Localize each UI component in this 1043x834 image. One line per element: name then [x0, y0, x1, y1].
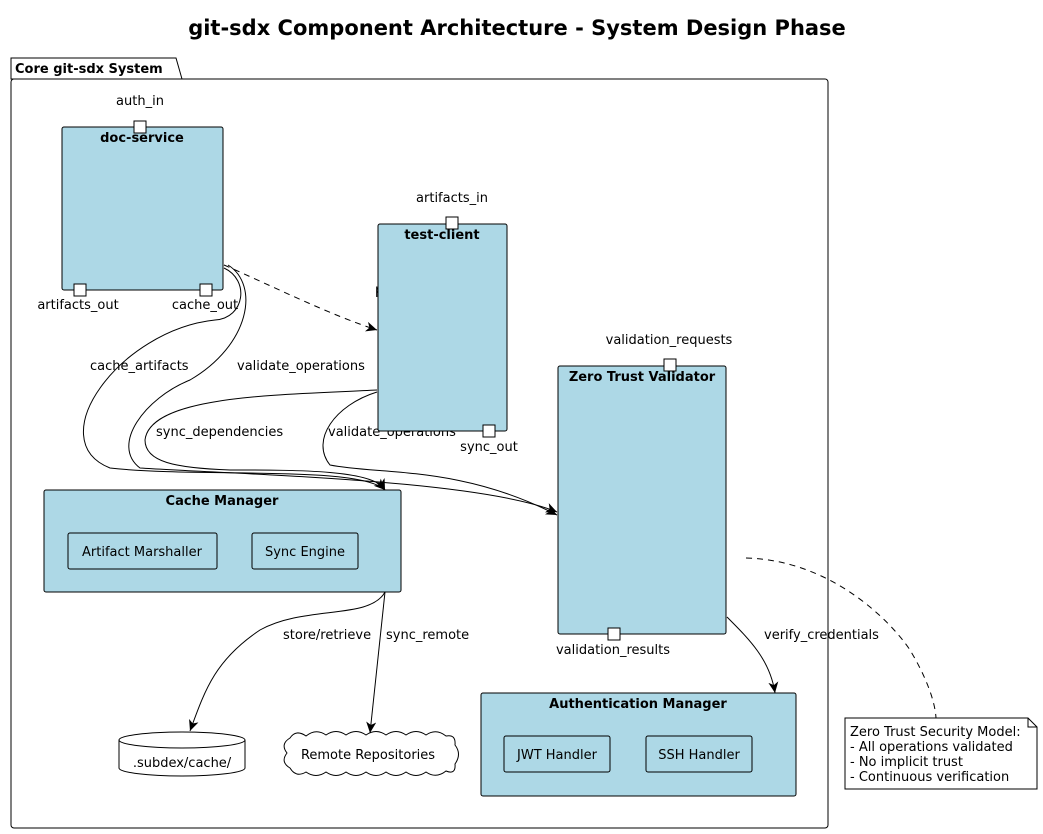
edge-sync-dependencies: [144, 389, 386, 491]
port-cache-out: [199, 283, 213, 297]
port-artifacts-in: [445, 216, 459, 230]
validator-box: [557, 365, 727, 635]
label-sync-dependencies: sync_dependencies: [156, 425, 283, 440]
component-authentication-manager[interactable]: Authentication Manager JWT Handler SSH H…: [480, 692, 797, 797]
label-verify-credentials: verify_credentials: [764, 628, 879, 643]
port-validation-results: [607, 627, 621, 641]
note-line: - Continuous verification: [850, 770, 1009, 785]
port-cache-out-label: cache_out: [172, 298, 238, 313]
edge-sync-remote: [366, 591, 386, 734]
edge-verify-credentials: [726, 616, 779, 694]
ssh-handler-box[interactable]: [645, 735, 753, 773]
note-zero-trust: Zero Trust Security Model: - All operati…: [844, 717, 1038, 790]
port-validation-requests: [663, 358, 677, 372]
edge-validate-operations-2: [322, 391, 558, 516]
test-client-box: [377, 223, 508, 432]
edge-validate-operations-1: [128, 264, 558, 513]
port-sync-out: [482, 424, 496, 438]
port-artifacts-out: [73, 283, 87, 297]
label-sync-remote: sync_remote: [386, 628, 469, 643]
note-line: - All operations validated: [850, 740, 1013, 755]
port-artifacts-in-label: artifacts_in: [416, 191, 488, 206]
component-cache-manager[interactable]: Cache Manager Artifact Marshaller Sync E…: [43, 489, 402, 593]
jwt-handler-box[interactable]: [503, 735, 611, 773]
cloud-remote-repositories[interactable]: Remote Repositories: [283, 731, 459, 776]
edge-cache-artifacts: [82, 267, 386, 491]
cloud-label: Remote Repositories: [301, 748, 435, 763]
cache-manager-title: Cache Manager: [166, 494, 279, 509]
artifact-marshaller-label: Artifact Marshaller: [82, 545, 203, 560]
edges: [82, 264, 937, 734]
diagram-title: git-sdx Component Architecture - System …: [188, 16, 846, 40]
artifact-marshaller-box[interactable]: [67, 532, 218, 570]
jwt-handler-label: JWT Handler: [516, 748, 598, 763]
auth-manager-title: Authentication Manager: [549, 697, 727, 712]
port-artifacts-out-label: artifacts_out: [37, 298, 118, 313]
database-label: .subdex/cache/: [133, 756, 232, 771]
note-line: Zero Trust Security Model:: [850, 725, 1021, 740]
doc-service-title: doc-service: [100, 131, 184, 146]
note-box: [844, 717, 1038, 790]
port-sync-out-label: sync_out: [460, 440, 518, 455]
port-validation-requests-label: validation_requests: [606, 333, 733, 348]
note-connector: [745, 557, 937, 719]
sync-engine-box[interactable]: [251, 532, 359, 570]
note-corner: [1027, 718, 1037, 728]
edge-store-retrieve: [189, 591, 386, 732]
label-store-retrieve: store/retrieve: [283, 628, 371, 643]
note-line: - No implicit trust: [850, 755, 963, 770]
doc-service-box: [61, 126, 224, 291]
database-body: [118, 740, 246, 777]
label-validate-operations-1: validate_operations: [237, 359, 365, 374]
edge-provides-artifacts: [223, 264, 378, 332]
component-test-client[interactable]: test-client artifacts_in sync_out: [377, 191, 518, 455]
port-auth-in-label: auth_in: [116, 94, 164, 109]
component-doc-service[interactable]: doc-service auth_in artifacts_out cache_…: [37, 94, 238, 313]
port-auth-in: [133, 120, 147, 134]
sync-engine-label: Sync Engine: [265, 545, 345, 560]
validator-title: Zero Trust Validator: [569, 370, 716, 385]
port-validation-results-label: validation_results: [556, 643, 670, 658]
ssh-handler-label: SSH Handler: [658, 748, 740, 763]
test-client-title: test-client: [404, 228, 479, 243]
database-top: [118, 731, 246, 749]
package-name: Core git-sdx System: [15, 62, 163, 77]
component-zero-trust-validator[interactable]: Zero Trust Validator validation_requests…: [556, 333, 733, 658]
label-cache-artifacts: cache_artifacts: [90, 359, 189, 374]
database-cache[interactable]: .subdex/cache/: [118, 731, 246, 777]
cloud-shape: [283, 731, 459, 776]
